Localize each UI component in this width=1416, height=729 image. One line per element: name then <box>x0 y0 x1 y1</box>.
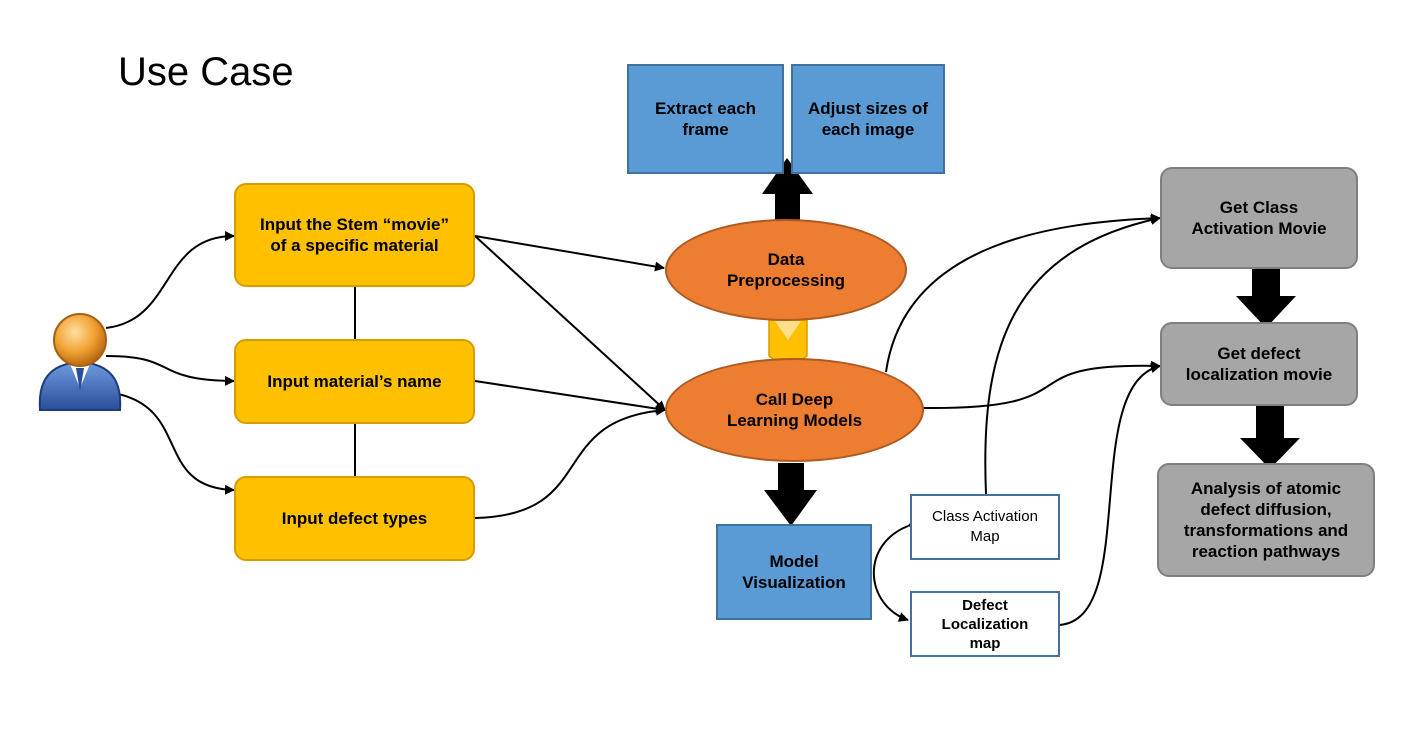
defect-localization-map-label: Defect Localization map <box>941 596 1029 652</box>
chevron-highlight <box>775 321 801 340</box>
user-icon <box>38 313 122 411</box>
deep-learning-node[interactable]: Call Deep Learning Models <box>665 358 924 462</box>
actor-to-name-connector <box>105 355 235 386</box>
input-stem-movie-label: Input the Stem “movie” of a specific mat… <box>260 215 449 255</box>
actor-to-defect-connector <box>117 393 235 495</box>
input-defect-types-label: Input defect types <box>281 509 428 528</box>
actor-to-stem-connector <box>105 231 235 329</box>
defect-localization-movie-box[interactable]: Get defect localization movie <box>1160 322 1358 406</box>
defect-localization-movie-label: Get defect localization movie <box>1185 344 1333 384</box>
class-activation-movie-box[interactable]: Get Class Activation Movie <box>1160 167 1358 269</box>
stem-to-preprocessing-connector <box>474 235 665 272</box>
input-stem-movie-box[interactable]: Input the Stem “movie” of a specific mat… <box>234 183 475 287</box>
preprocessing-up-arrow <box>762 158 813 220</box>
model-visualization-label: Model Visualization <box>742 552 846 592</box>
visualization-to-maps-connector <box>872 518 919 622</box>
defect-map-to-defect-movie-connector <box>1058 363 1161 626</box>
adjust-sizes-label: Adjust sizes of each image <box>808 99 928 139</box>
data-preprocessing-label: Data Preprocessing <box>726 250 846 290</box>
class-activation-map-label: Class Activation Map <box>932 508 1038 545</box>
defect-movie-down-arrow <box>1240 403 1300 469</box>
defect-localization-map-box[interactable]: Defect Localization map <box>910 591 1060 657</box>
class-map-to-class-movie-connector <box>984 214 1161 495</box>
deep-learning-down-arrow <box>764 463 817 526</box>
extract-frame-box[interactable]: Extract each frame <box>627 64 784 174</box>
analysis-box[interactable]: Analysis of atomic defect diffusion, tra… <box>1157 463 1375 577</box>
deep-learning-to-defect-movie-connector <box>921 360 1161 410</box>
extract-frame-label: Extract each frame <box>654 99 757 139</box>
deep-learning-label: Call Deep Learning Models <box>726 390 863 430</box>
class-activation-movie-label: Get Class Activation Movie <box>1191 198 1327 238</box>
page-title: Use Case <box>118 50 294 94</box>
model-visualization-box[interactable]: Model Visualization <box>716 524 872 620</box>
deep-learning-to-class-movie-connector <box>885 213 1161 373</box>
input-defect-types-box[interactable]: Input defect types <box>234 476 475 561</box>
input-material-name-box[interactable]: Input material’s name <box>234 339 475 424</box>
adjust-sizes-box[interactable]: Adjust sizes of each image <box>791 64 945 174</box>
name-to-deep-learning-connector <box>474 380 666 414</box>
data-preprocessing-node[interactable]: Data Preprocessing <box>665 219 907 321</box>
stem-to-deep-learning-connector <box>474 235 666 411</box>
input-material-name-label: Input material’s name <box>267 372 442 391</box>
class-activation-map-box[interactable]: Class Activation Map <box>910 494 1060 560</box>
defect-to-deep-learning-connector <box>474 405 666 519</box>
class-movie-down-arrow <box>1236 263 1296 328</box>
analysis-label: Analysis of atomic defect diffusion, tra… <box>1183 479 1349 561</box>
